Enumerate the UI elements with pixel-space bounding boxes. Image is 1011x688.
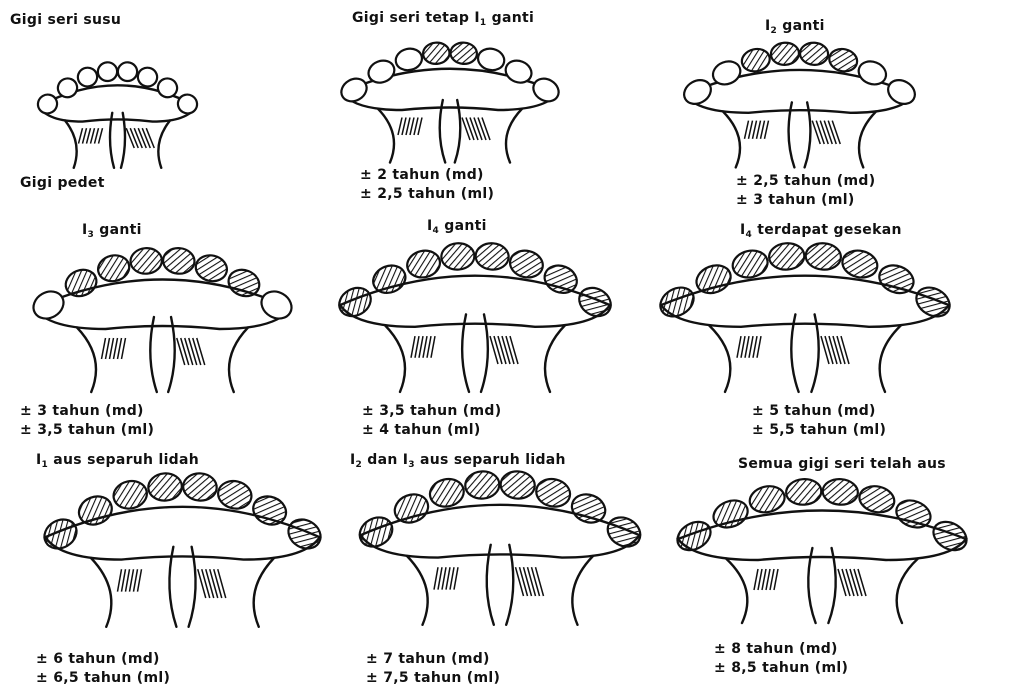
panel-8-ages: ± 7 tahun (md)± 7,5 tahun (ml) [366, 650, 500, 688]
jaw-illustration-7 [30, 470, 335, 630]
panel-2-ages: ± 2 tahun (md)± 2,5 tahun (ml) [360, 166, 494, 204]
panel-2-title: Gigi seri tetap I1 ganti [352, 10, 534, 28]
panel-1-title: Gigi seri susu [10, 12, 121, 28]
panel-6-title: I4 terdapat gesekan [740, 222, 902, 240]
jaw-illustration-5 [325, 240, 625, 395]
jaw-illustration-6 [645, 240, 965, 395]
jaw-illustration-2 [330, 40, 570, 165]
panel-4-ages: ± 3 tahun (md)± 3,5 tahun (ml) [20, 402, 154, 440]
jaw-illustration-4 [20, 245, 305, 395]
panel-7-ages: ± 6 tahun (md)± 6,5 tahun (ml) [36, 650, 170, 688]
panel-5-ages: ± 3,5 tahun (md)± 4 tahun (ml) [362, 402, 501, 440]
panel-4-title: I3 ganti [82, 222, 142, 240]
jaw-illustration-8 [345, 468, 655, 628]
jaw-illustration-3 [672, 40, 927, 170]
panel-9-ages: ± 8 tahun (md)± 8,5 tahun (ml) [714, 640, 848, 678]
panel-3-title: I2 ganti [765, 18, 825, 36]
panel-5-title: I4 ganti [427, 218, 487, 236]
panel-3-ages: ± 2,5 tahun (md)± 3 tahun (ml) [736, 172, 875, 210]
panel-6-ages: ± 5 tahun (md)± 5,5 tahun (ml) [752, 402, 886, 440]
panel-9-title: Semua gigi seri telah aus [738, 456, 946, 472]
panel-7-title: I1 aus separuh lidah [36, 452, 199, 470]
panel-1-subtitle: Gigi pedet [20, 175, 105, 191]
jaw-illustration-1 [30, 60, 205, 170]
jaw-illustration-9 [662, 476, 982, 626]
